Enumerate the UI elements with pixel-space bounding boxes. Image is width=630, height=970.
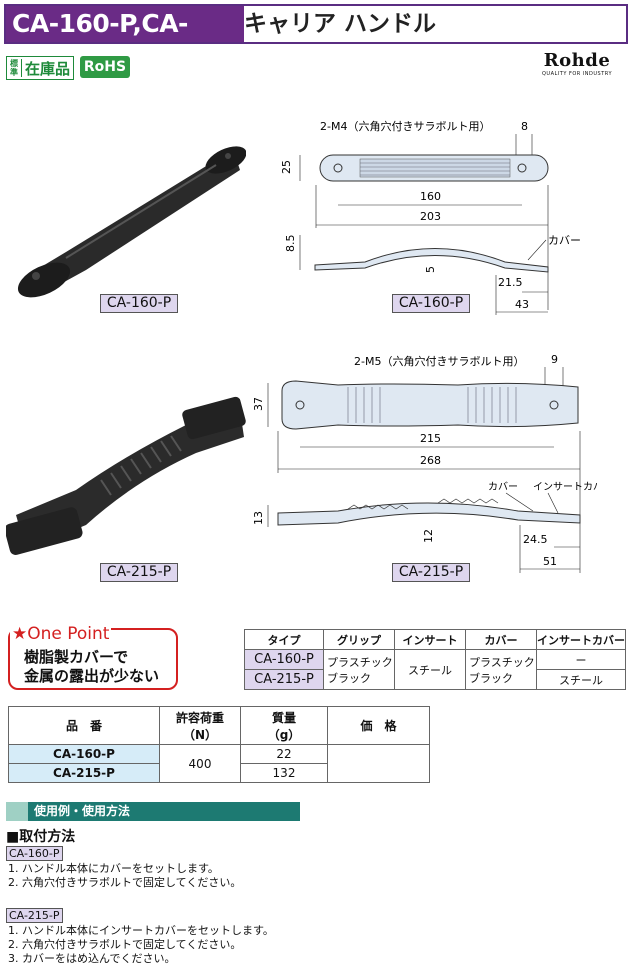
dim-25: 25 (280, 160, 293, 174)
usage-step: 1. ハンドル本体にインサートカバーをセットします。 (8, 924, 274, 937)
ca215-photo (6, 396, 246, 555)
spec-type-1: CA-160-P (244, 649, 324, 670)
usage-step: 3. カバーをはめ込んでください。 (8, 952, 176, 965)
ca160-drawing: 2-M4（六角穴付きサラボルト用） 8 25 160 203 8.5 5 カバー… (280, 119, 581, 315)
dim-12: 12 (422, 529, 435, 543)
logo-tagline: QUALITY FOR INDUSTRY (541, 71, 612, 77)
one-point-line2: 金属の露出が少ない (24, 667, 160, 685)
one-point-title: ★One Point (10, 624, 112, 644)
usage-section2-steps: 1. ハンドル本体にインサートカバーをセットします。 2. 六角穴付きサラボルト… (8, 924, 274, 966)
spec-header-insert-cover: インサートカバー (536, 629, 626, 650)
usage-step: 1. ハンドル本体にカバーをセットします。 (8, 862, 219, 875)
usage-section2-label: CA-215-P (6, 908, 63, 923)
dim-268: 268 (420, 454, 441, 467)
insert-cover-note: インサートカバー (533, 481, 598, 493)
bolt-note-2: 2-M5（六角穴付きサラボルト用） (354, 354, 524, 368)
spec-grip: プラスチック ブラック (323, 649, 395, 690)
spec-insert-cover-2: スチール (536, 669, 626, 690)
ca215-photo-label: CA-215-P (100, 563, 178, 582)
usage-step: 2. 六角穴付きサラボルトで固定してください。 (8, 938, 242, 951)
dim-8: 8 (521, 120, 528, 133)
spec-insert-cover-1: ー (536, 649, 626, 670)
price-table: 品 番 許容荷重 （N） 質量 （g） 価 格 CA-160-P 400 22 … (8, 706, 430, 783)
model-title: CA-160-P,CA-215-P (6, 6, 244, 74)
one-point-text: 樹脂製カバーで 金属の露出が少ない (24, 648, 159, 686)
price-header-load: 許容荷重 （N） (159, 706, 241, 745)
page-title: キャリア ハンドル (244, 11, 437, 37)
ca160-drawing-label: CA-160-P (392, 294, 470, 313)
ca215-drawing-label: CA-215-P (392, 563, 470, 582)
spec-header-type: タイプ (244, 629, 324, 650)
spec-table: タイプ グリップ インサート カバー インサートカバー CA-160-P プラス… (244, 629, 626, 690)
stock-badge: 標準 在庫品 (6, 56, 75, 80)
price-load: 400 (159, 744, 241, 783)
cover-note: カバー (548, 234, 581, 247)
price-header-part: 品 番 (8, 706, 160, 745)
price-header-mass: 質量 （g） (240, 706, 328, 745)
spec-header-grip: グリップ (323, 629, 395, 650)
spec-insert: スチール (394, 649, 466, 690)
spec-header-cover: カバー (465, 629, 537, 650)
usage-step: 2. 六角穴付きサラボルトで固定してください。 (8, 876, 242, 889)
dim-43: 43 (515, 298, 529, 311)
handle-photo-icon (6, 396, 246, 555)
dim-160: 160 (420, 190, 441, 203)
dim-24-5: 24.5 (523, 533, 548, 546)
usage-bar: 使用例・使用方法 (6, 802, 300, 821)
dim-21-5: 21.5 (498, 276, 523, 289)
usage-title: ■取付方法 (6, 829, 76, 845)
price-header-price: 価 格 (327, 706, 430, 745)
usage-section1-steps: 1. ハンドル本体にカバーをセットします。 2. 六角穴付きサラボルトで固定して… (8, 862, 241, 890)
handle-photo-icon (17, 146, 246, 298)
stock-badge-label: 在庫品 (25, 59, 71, 78)
bolt-note: 2-M4（六角穴付きサラボルト用） (320, 119, 490, 133)
dim-9: 9 (551, 353, 558, 366)
ca215-drawing: 2-M5（六角穴付きサラボルト用） 9 37 215 268 13 12 カバー… (252, 353, 598, 573)
price-value (327, 744, 430, 783)
ca160-photo (17, 146, 246, 298)
dim-8-5: 8.5 (284, 235, 297, 253)
dim-51: 51 (543, 555, 557, 568)
one-point-line1: 樹脂製カバーで (24, 648, 129, 666)
price-mass-1: 22 (240, 744, 328, 764)
rohs-badge: RoHS (80, 56, 130, 78)
price-mass-2: 132 (240, 763, 328, 783)
dim-203: 203 (420, 210, 441, 223)
brand-logo: Rohde QUALITY FOR INDUSTRY (532, 50, 622, 77)
ca160-photo-label: CA-160-P (100, 294, 178, 313)
price-part-2: CA-215-P (8, 763, 160, 783)
spec-type-2: CA-215-P (244, 669, 324, 690)
header: CA-160-P,CA-215-P キャリア ハンドル (4, 4, 628, 74)
dim-5: 5 (424, 266, 437, 273)
stock-badge-small: 標準 (7, 59, 22, 77)
dim-37: 37 (252, 397, 265, 411)
cover-note-2: カバー (488, 481, 518, 493)
spec-cover: プラスチック ブラック (465, 649, 537, 690)
logo-name: Rohde (543, 50, 611, 71)
dim-13: 13 (252, 511, 265, 525)
price-part-1: CA-160-P (8, 744, 160, 764)
dim-215: 215 (420, 432, 441, 445)
spec-header-insert: インサート (394, 629, 466, 650)
usage-section1-label: CA-160-P (6, 846, 63, 861)
